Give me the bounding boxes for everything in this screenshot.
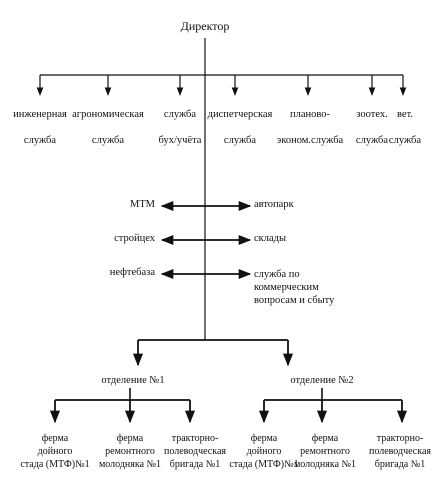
division-1-label: отделение №1 <box>101 375 165 386</box>
department-zootech-line1: зоотех. <box>356 109 388 120</box>
department-dispatch-line1: диспетчерская <box>207 109 273 120</box>
department-planning-line2: эконом.служба <box>276 135 344 146</box>
division-2-tractor-brigade: тракторно- полеводческая бригада №1 <box>368 433 432 470</box>
division-1-tractor-brigade: тракторно- полеводческая бригада №1 <box>163 433 227 470</box>
department-agronomy-line2: служба <box>91 135 125 146</box>
unit-neftebaza: нефтебаза <box>109 267 155 278</box>
unit-stroitsekh: стройцех <box>114 233 155 244</box>
unit-commercial-service: служба по коммерческим вопросам и сбыту <box>254 269 335 306</box>
division-1-young-stock-farm: ферма ремонтного молодняка №1 <box>98 433 162 470</box>
department-agronomy-line1: агрономическая <box>72 109 144 120</box>
department-zootech-line2: служба <box>355 135 389 146</box>
division-1-dairy-farm: ферма дойного стада (МТФ)№1 <box>20 433 90 470</box>
unit-sklady: склады <box>254 233 287 244</box>
department-vet-line2: служба <box>388 135 422 146</box>
department-engineering-line2: служба <box>23 135 57 146</box>
division-2-young-stock-farm: ферма ремонтного молодняка №1 <box>293 433 357 470</box>
department-dispatch-line2: служба <box>223 135 257 146</box>
director-label: Директор <box>180 19 230 33</box>
department-vet-line1: вет. <box>397 109 413 120</box>
division-2-dairy-farm: ферма дойного стада (МТФ)№1 <box>229 433 299 470</box>
division-2-label: отделение №2 <box>290 375 354 386</box>
department-accounting-line1: служба <box>163 109 197 120</box>
unit-mtm: МТМ <box>130 199 155 210</box>
department-engineering-line1: инженерная <box>13 109 67 120</box>
department-planning-line1: планово- <box>289 109 331 120</box>
unit-autopark: автопарк <box>254 199 294 210</box>
department-accounting-line2: бух/учёта <box>158 135 202 146</box>
